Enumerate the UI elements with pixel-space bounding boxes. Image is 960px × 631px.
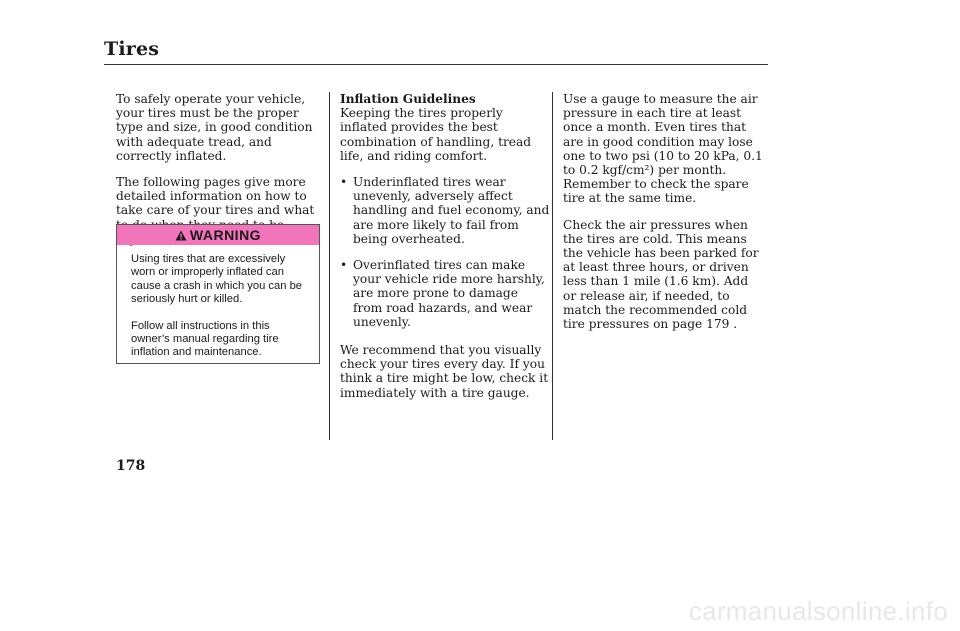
column-divider-2 [552,92,553,440]
cold-tire-paragraph: Check the air pressures when the tires a… [563,217,759,332]
column-1: To safely operate your vehicle, your tir… [116,92,321,246]
bullet-icon: • [340,175,348,190]
list-item: • Overinflated tires can make your vehic… [340,258,550,329]
bullet-text: Overinflated tires can make your vehicle… [353,258,545,329]
list-item: • Underinflated tires wear unevenly, adv… [340,175,550,246]
warning-text-2: Follow all instructions in this owner’s … [131,319,279,359]
recommendation-paragraph: We recommend that you visually check you… [340,343,549,400]
warning-body: Using tires that are excessively worn or… [117,245,319,360]
section-heading: Inflation Guidelines [340,92,476,106]
gauge-paragraph: Use a gauge to measure the air pressure … [563,92,763,206]
bullet-text: Underinflated tires wear unevenly, adver… [353,175,550,246]
intro-paragraph: To safely operate your vehicle, your tir… [116,92,313,163]
page-title: Tires [104,38,160,60]
column-3: Use a gauge to measure the air pressure … [563,92,763,331]
inflation-intro: Keeping the tires properly inflated prov… [340,106,532,163]
column-2: Inflation Guidelines Keeping the tires p… [340,92,550,400]
warning-triangle-icon [175,230,187,240]
warning-header: WARNING [117,225,319,245]
bullet-icon: • [340,258,348,273]
title-rule [104,64,768,65]
warning-text-1: Using tires that are excessively worn or… [131,253,303,306]
column-divider-1 [329,92,330,440]
warning-label: WARNING [189,227,262,243]
page-number: 178 [116,458,146,474]
warning-box: WARNING Using tires that are excessively… [116,224,320,364]
watermark-text: carmanualsonline.info [688,596,948,626]
